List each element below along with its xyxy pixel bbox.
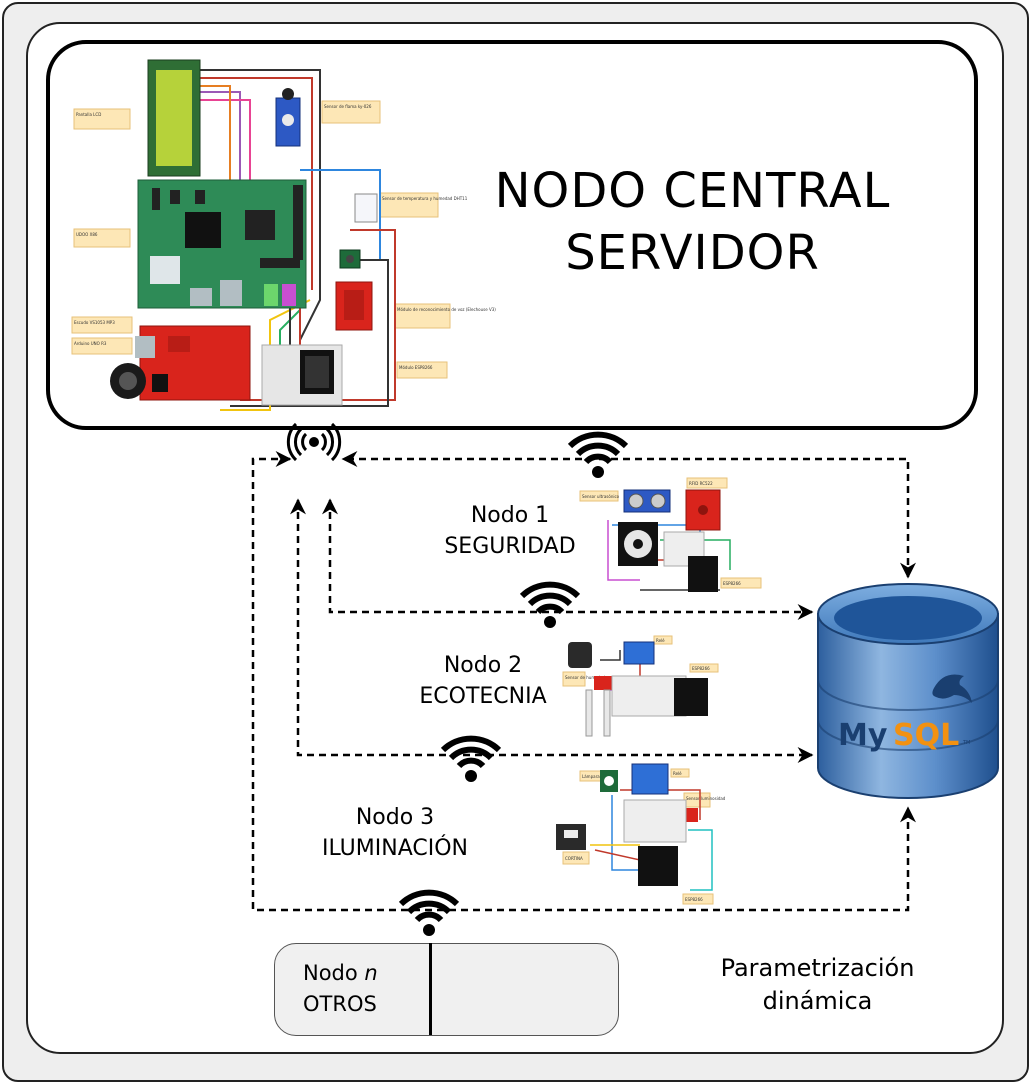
- node1-circuit-illustration: Sensor ultrasónico RFID RC522 ESP8266: [579, 477, 762, 592]
- node3-label-line1: Nodo 3: [355, 805, 435, 830]
- note-udoo: UDOO X86: [76, 232, 98, 237]
- wifi-icon-node1: [519, 581, 581, 628]
- other-nodes-box: Nodo n OTROS: [274, 943, 619, 1036]
- node1-label-line2: SEGURIDAD: [444, 534, 576, 559]
- note-esp-n3: ESP8266: [685, 897, 703, 902]
- link-node2-to-db: [290, 498, 814, 763]
- note-relay-n2: Relé: [656, 638, 665, 643]
- other-nodes-line2: OTROS: [303, 992, 377, 1016]
- dolphin-icon: [932, 674, 972, 703]
- central-node-title-line1: NODO CENTRAL: [494, 163, 891, 219]
- note-lamp: Lámpara: [582, 774, 600, 779]
- connection-lines: [251, 451, 916, 912]
- link-server-to-node3: [251, 451, 916, 912]
- node2-label-line1: Nodo 2: [443, 653, 523, 678]
- central-node-title: NODO CENTRAL SERVIDOR: [470, 160, 915, 284]
- note-voice: Módulo de reconocimiento de voz (Elechou…: [397, 307, 496, 312]
- note-rfid: RFID RC522: [689, 481, 713, 486]
- wifi-icon-node3: [398, 889, 460, 936]
- antenna-icon: [286, 422, 342, 462]
- node2-label-line2: ECOTECNIA: [419, 684, 547, 709]
- note-esp: Módulo ESP8266: [399, 365, 433, 370]
- note-moisture: Sensor de humedad: [565, 675, 606, 680]
- note-mp3: Escudo VS1053 MP3: [74, 320, 115, 325]
- mysql-logo-tm: TM: [962, 740, 970, 746]
- node3-label: Nodo 3 ILUMINACIÓN: [310, 802, 480, 864]
- note-esp-n2: ESP8266: [692, 666, 710, 671]
- note-light: Sensor luminosidad: [686, 796, 726, 801]
- wifi-icon-server-link: [567, 431, 629, 478]
- mysql-logo-sql: SQL: [893, 718, 959, 753]
- note-relay-n3: Relé: [673, 771, 682, 776]
- parametrization-line2: dinámica: [762, 987, 873, 1015]
- other-nodes-label: Nodo n OTROS: [303, 958, 378, 1020]
- parametrization-line1: Parametrización: [720, 954, 915, 982]
- mysql-logo-my: My: [838, 718, 888, 753]
- node1-label: Nodo 1 SEGURIDAD: [430, 500, 590, 562]
- note-lcd: Pantalla LCD: [76, 112, 101, 117]
- note-dht: Sensor de temperatura y humedad DHT11: [382, 196, 468, 201]
- wifi-icon-node2: [440, 735, 502, 782]
- central-node-title-line2: SERVIDOR: [565, 225, 820, 281]
- node2-label: Nodo 2 ECOTECNIA: [403, 650, 563, 712]
- note-ultrasonic: Sensor ultrasónico: [582, 494, 620, 499]
- other-nodes-prefix: Nodo: [303, 961, 365, 985]
- note-curtain: CORTINA: [565, 856, 583, 861]
- node3-circuit-illustration: Lámpara Relé Sensor luminosidad CORTINA …: [556, 763, 726, 905]
- database-icon: My SQL TM: [817, 583, 999, 799]
- node1-label-line1: Nodo 1: [470, 503, 550, 528]
- other-nodes-divider: [429, 943, 432, 1035]
- server-circuit-illustration: Pantalla LCD UDOO X86 Escudo VS1053 MP3 …: [71, 59, 496, 411]
- parametrization-label: Parametrización dinámica: [690, 952, 945, 1018]
- other-nodes-variable: n: [364, 961, 378, 985]
- note-flame: Sensor de flama ky-026: [324, 104, 372, 109]
- node2-circuit-illustration: Relé Sensor de humedad ESP8266: [562, 635, 719, 737]
- note-arduino: Arduino UNO R3: [74, 341, 107, 346]
- node3-label-line2: ILUMINACIÓN: [322, 836, 468, 861]
- note-esp-n1: ESP8266: [723, 581, 741, 586]
